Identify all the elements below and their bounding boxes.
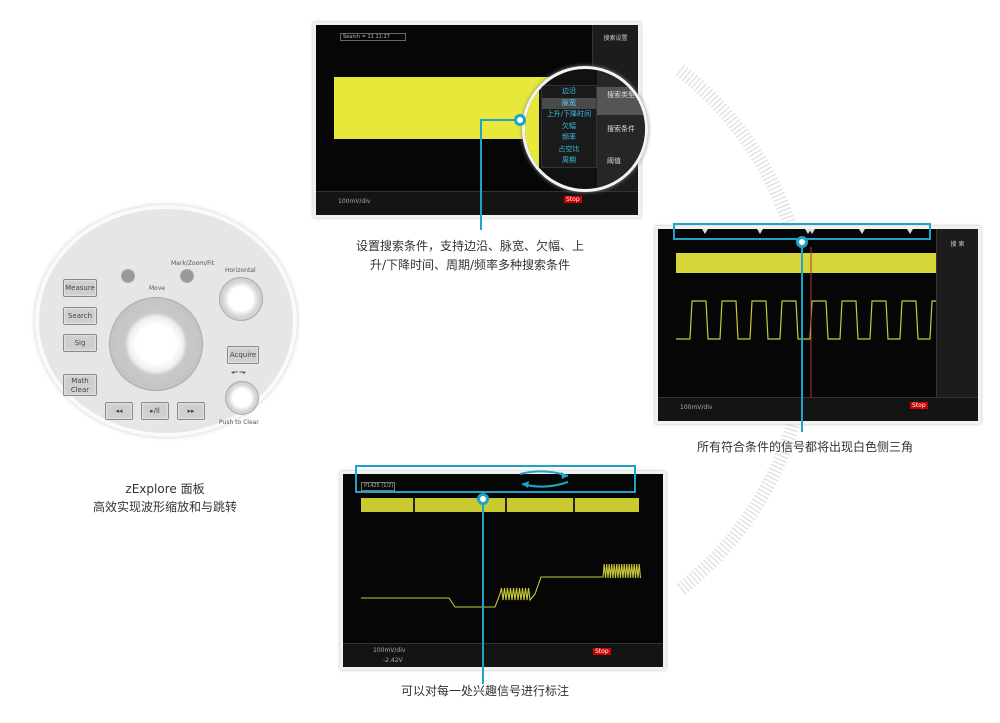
math-clear-button[interactable]: Math Clear [63,374,97,396]
search-type-option[interactable]: 周期 [562,156,576,164]
callout-line-2 [801,242,803,432]
softkey-menu: 搜 索 [936,229,978,401]
scope-screen-search-marks: 搜 索 100mV/div Stop [655,226,981,424]
square-wave-trace [676,300,949,340]
magnifier-search-types: 边沿脉宽上升/下降时间欠幅频率占空比周期 搜索类型 搜索条件 阈值 [522,66,648,192]
horizontal-label: Horizontal [225,267,256,274]
annotation-marker[interactable] [505,498,507,512]
softkey-title: 搜 索 [950,241,965,248]
offset: -2.42V [383,657,403,664]
channel-scale: 100mV/div [338,198,371,205]
softkey-search-condition[interactable]: 搜索条件 [607,125,635,133]
search-mark-triangle[interactable] [907,229,913,234]
run-state: Stop [593,648,611,655]
search-label: Search = 11 11:27 [340,33,406,41]
acquire-button[interactable]: Acquire [227,346,259,364]
caption-2: 所有符合条件的信号都将出现白色侧三角 [696,440,913,454]
caption-1-line-2: 升/下降时间、周期/频率多种搜索条件 [369,258,571,272]
callout-dot-1 [514,114,526,126]
run-state: Stop [910,402,928,409]
search-type-option[interactable]: 边沿 [562,87,576,95]
push-to-clear-label: Push to Clear [219,419,259,426]
search-type-menu: 边沿脉宽上升/下降时间欠幅频率占空比周期 [541,85,597,168]
horizontal-knob[interactable] [219,277,263,321]
caption-1-line-1: 设置搜索条件，支持边沿、脉宽、欠幅、上 [355,239,584,253]
arrows-label: ◂━ ━▸ [231,369,247,376]
step-wave-trace [361,563,642,608]
channel-scale: 100mV/div [373,647,406,654]
position-knob[interactable] [225,381,259,415]
zoom-fit-button[interactable] [180,269,194,283]
previous-button[interactable]: ◂◂ [105,402,133,420]
search-type-option[interactable]: 占空比 [558,144,580,153]
channel-scale: 100mV/div [680,404,713,411]
callout-line-1 [480,120,482,230]
search-button[interactable]: Search [63,307,97,325]
measure-button[interactable]: Measure [63,279,97,297]
scope-screen-annotation: P1425 (1/2) 100mV/div -2.42V Stop [340,471,666,670]
status-bar: 100mV/div Stop [316,191,638,215]
navigate-arrows-icon [519,470,569,488]
next-button[interactable]: ▸▸ [177,402,205,420]
zoom-magnifier-button[interactable] [121,269,135,283]
search-type-option[interactable]: 上升/下降时间 [546,110,592,118]
annotation-marker[interactable] [573,498,575,512]
search-type-option[interactable]: 频率 [562,133,576,141]
step-waveform [361,498,642,608]
move-jog-wheel[interactable] [109,297,203,391]
search-mark-triangle[interactable] [809,229,815,234]
search-type-option[interactable]: 欠幅 [562,121,576,130]
panel-caption-title: zExplore 面板 [125,482,205,496]
status-bar: 100mV/div -2.42V Stop [343,643,663,667]
softkey-threshold[interactable]: 阈值 [607,157,621,165]
square-waveform [676,247,949,399]
decorative-arc [675,64,800,596]
search-label: P1425 (1/2) [361,482,395,491]
overview-waveform [361,498,639,512]
zoom-fit-label: Mark/Zoom/Fit [171,260,215,267]
search-mark-triangle[interactable] [702,229,708,234]
zexplore-panel: Measure Search Sig Math Clear Mark/Zoom/… [35,205,297,437]
softkey-search-type[interactable]: 搜索类型 [597,87,645,115]
callout-line-3 [482,500,484,684]
play-pause-button[interactable]: ▸/ll [141,402,169,420]
callout-dot-3 [477,493,489,505]
search-type-option[interactable]: 脉宽 [542,97,596,109]
single-button[interactable]: Sig [63,334,97,352]
status-bar: 100mV/div Stop [658,397,978,421]
annotation-highlight [355,465,636,493]
annotation-marker[interactable] [413,498,415,512]
callout-dot-2 [796,236,808,248]
softkey-title: 搜索设置 [603,35,628,42]
search-mark-triangle[interactable] [859,229,865,234]
search-mark-triangle[interactable] [757,229,763,234]
move-label: Move [149,285,166,292]
overview-waveform [676,253,944,273]
panel-caption-desc: 高效实现波形缩放和与跳转 [92,500,237,514]
search-mark-triangle[interactable] [805,229,811,234]
run-state: Stop [564,196,582,203]
caption-3: 可以对每一处兴趣信号进行标注 [400,684,569,698]
